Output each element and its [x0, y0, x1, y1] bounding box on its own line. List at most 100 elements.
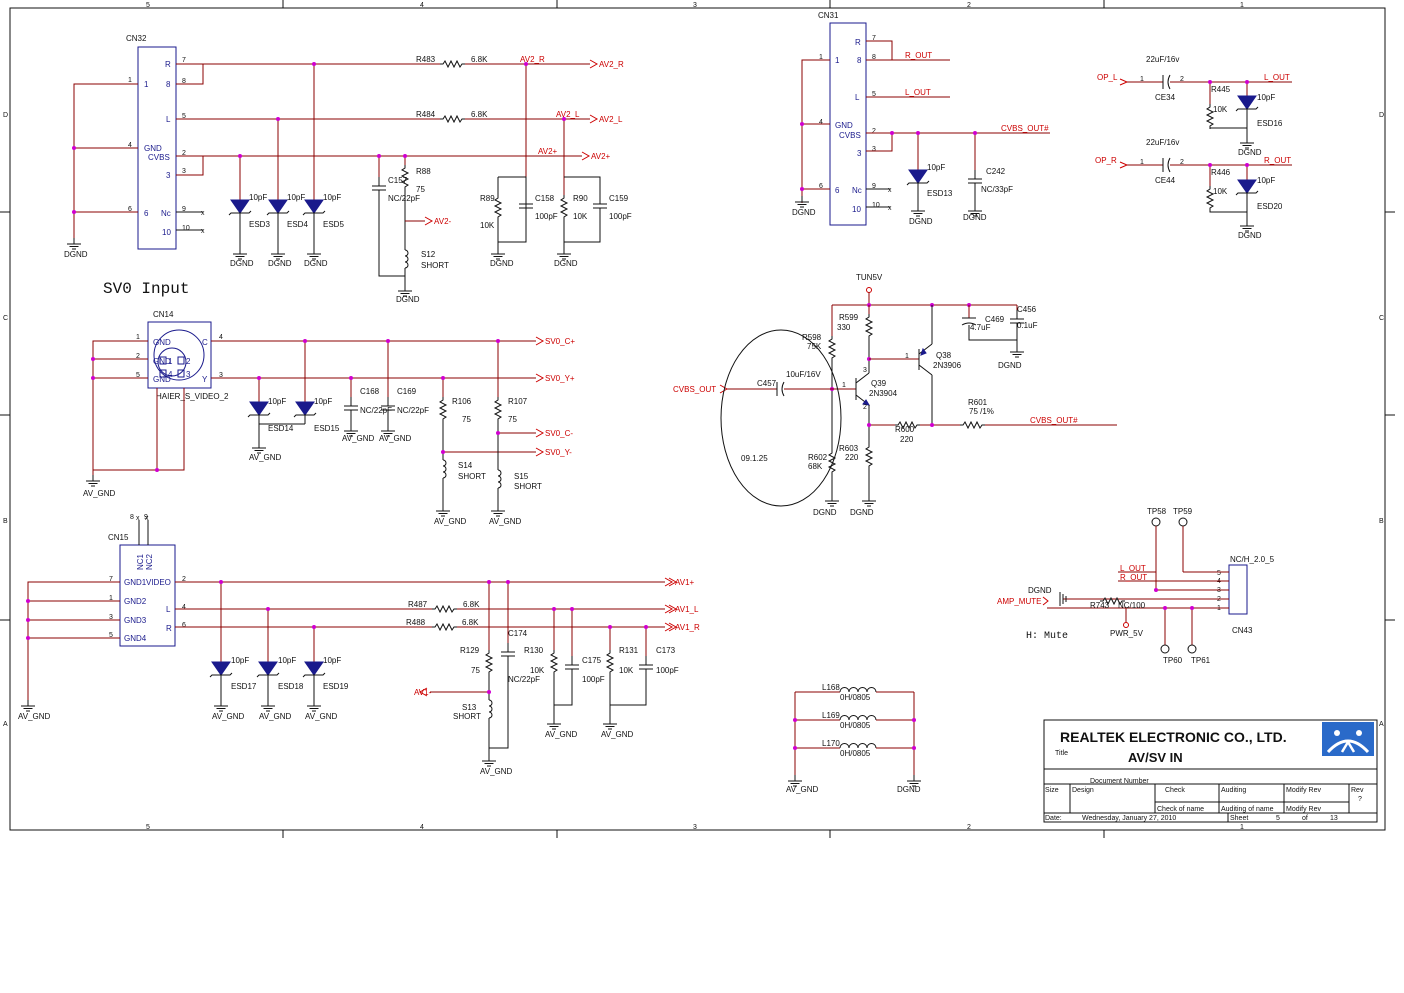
- svg-text:R603: R603: [839, 444, 859, 453]
- svg-text:DGND: DGND: [304, 259, 328, 268]
- svg-text:x: x: [201, 228, 205, 235]
- svg-text:TUN5V: TUN5V: [856, 273, 883, 282]
- svg-text:NC/22pF: NC/22pF: [388, 194, 420, 203]
- svg-text:10: 10: [872, 202, 880, 209]
- svg-text:ESD3: ESD3: [249, 220, 270, 229]
- svg-text:PWR_5V: PWR_5V: [1110, 629, 1144, 638]
- svg-text:C173: C173: [656, 646, 676, 655]
- cn15-ref: CN15: [108, 533, 129, 542]
- svg-text:L: L: [166, 605, 171, 614]
- svg-text:DGND: DGND: [230, 259, 254, 268]
- svg-text:75: 75: [508, 415, 517, 424]
- svg-text:VIDEO: VIDEO: [146, 578, 171, 587]
- svg-text:DGND: DGND: [813, 508, 837, 517]
- net-sv0-y-plus: SV0_Y+: [545, 374, 575, 383]
- svg-text:Auditing: Auditing: [1221, 787, 1246, 794]
- zone-col-1-bottom: 1: [1240, 824, 1244, 831]
- svg-text:75: 75: [471, 666, 480, 675]
- svg-text:Q39: Q39: [871, 379, 887, 388]
- svg-text:1: 1: [1140, 159, 1144, 166]
- svg-text:3: 3: [182, 168, 186, 175]
- net-sv0-c-minus: SV0_C-: [545, 429, 573, 438]
- svg-text:Title: Title: [1055, 750, 1068, 757]
- svg-text:10uF/16V: 10uF/16V: [786, 370, 821, 379]
- svg-text:R602: R602: [808, 453, 828, 462]
- svg-text:HAIER_S_VIDEO_2: HAIER_S_VIDEO_2: [156, 392, 229, 401]
- svg-text:10pF: 10pF: [1257, 176, 1275, 185]
- zone-col-2: 2: [967, 2, 971, 9]
- net-av2-plus: AV2+: [591, 152, 611, 161]
- svg-text:R_OUT: R_OUT: [1120, 573, 1147, 582]
- svg-text:AV_GND: AV_GND: [480, 767, 513, 776]
- cn32-section: CN32 R L GND CVBS Nc 1 8 3 6 10 7 8 5 2 …: [64, 34, 632, 304]
- svg-text:10pF: 10pF: [231, 656, 249, 665]
- svg-text:C169: C169: [397, 387, 417, 396]
- svg-text:L168: L168: [822, 683, 840, 692]
- svg-text:ESD15: ESD15: [314, 424, 340, 433]
- zone-row-c: C: [3, 315, 8, 322]
- svg-text:AV2_L: AV2_L: [556, 110, 580, 119]
- svg-text:75K: 75K: [807, 342, 822, 351]
- net-av1-plus: AV1+: [675, 578, 695, 587]
- svg-text:CN43: CN43: [1232, 626, 1253, 635]
- svg-text:10: 10: [852, 205, 861, 214]
- cn32-gnd-label: DGND: [64, 250, 88, 259]
- svg-text:1: 1: [136, 334, 140, 341]
- svg-text:1: 1: [835, 56, 840, 65]
- svg-text:3: 3: [186, 370, 191, 379]
- svg-text:NC/22pF: NC/22pF: [508, 675, 540, 684]
- svg-text:CVBS: CVBS: [148, 153, 170, 162]
- svg-text:NC/33pF: NC/33pF: [981, 185, 1013, 194]
- svg-text:x: x: [145, 515, 149, 522]
- svg-text:DGND: DGND: [490, 259, 514, 268]
- svg-text:AV_GND: AV_GND: [305, 712, 338, 721]
- svg-text:GND3: GND3: [124, 616, 147, 625]
- zone-col-1: 1: [1240, 2, 1244, 9]
- svg-text:R599: R599: [839, 313, 859, 322]
- svg-text:R88: R88: [416, 167, 431, 176]
- section-title: SV0 Input: [103, 280, 189, 298]
- net-cvbs-out-buffer: CVBS_OUT#: [1030, 416, 1078, 425]
- svg-text:ESD17: ESD17: [231, 682, 257, 691]
- svg-text:6.8K: 6.8K: [471, 55, 488, 64]
- net-cvbs-out-top: CVBS_OUT#: [1001, 124, 1049, 133]
- svg-text:AV_GND: AV_GND: [545, 730, 578, 739]
- svg-text:TP60: TP60: [1163, 656, 1183, 665]
- svg-text:R131: R131: [619, 646, 639, 655]
- svg-text:NC/22pF: NC/22pF: [360, 406, 392, 415]
- svg-text:1: 1: [109, 595, 113, 602]
- svg-text:R_OUT: R_OUT: [905, 51, 932, 60]
- svg-text:GND1: GND1: [124, 578, 147, 587]
- svg-text:ESD4: ESD4: [287, 220, 308, 229]
- svg-text:C159: C159: [609, 194, 629, 203]
- svg-text:4.7uF: 4.7uF: [970, 323, 991, 332]
- svg-text:ESD14: ESD14: [268, 424, 294, 433]
- zone-row-a: A: [3, 721, 8, 728]
- svg-text:?: ?: [1358, 796, 1362, 803]
- svg-text:9: 9: [182, 206, 186, 213]
- svg-text:ESD20: ESD20: [1257, 202, 1283, 211]
- svg-text:NC/22pF: NC/22pF: [397, 406, 429, 415]
- svg-text:NC/100: NC/100: [1118, 601, 1146, 610]
- svg-text:AV_GND: AV_GND: [786, 785, 819, 794]
- svg-text:Y: Y: [202, 375, 208, 384]
- cn43-section: TP58 TP59 NC/H_2.0_5 CN43 5 4 3 2 1 L_OU…: [997, 507, 1275, 665]
- svg-text:TP59: TP59: [1173, 507, 1193, 516]
- svg-text:S12: S12: [421, 250, 436, 259]
- svg-text:DGND: DGND: [554, 259, 578, 268]
- svg-text:R129: R129: [460, 646, 480, 655]
- svg-text:2N3906: 2N3906: [933, 361, 962, 370]
- svg-text:8: 8: [182, 78, 186, 85]
- buffer-section: TUN5V R599 330 R598 75K R602 68K DGND CV…: [673, 273, 1117, 517]
- svg-text:330: 330: [837, 323, 851, 332]
- svg-text:OP_R: OP_R: [1095, 156, 1117, 165]
- svg-text:2: 2: [186, 357, 191, 366]
- svg-text:GND: GND: [835, 121, 853, 130]
- svg-text:75: 75: [462, 415, 471, 424]
- svg-text:4: 4: [819, 119, 823, 126]
- svg-text:R: R: [855, 38, 861, 47]
- svg-text:AV_GND: AV_GND: [249, 453, 282, 462]
- svg-text:5: 5: [182, 113, 186, 120]
- zone-col-5-bottom: 5: [146, 824, 150, 831]
